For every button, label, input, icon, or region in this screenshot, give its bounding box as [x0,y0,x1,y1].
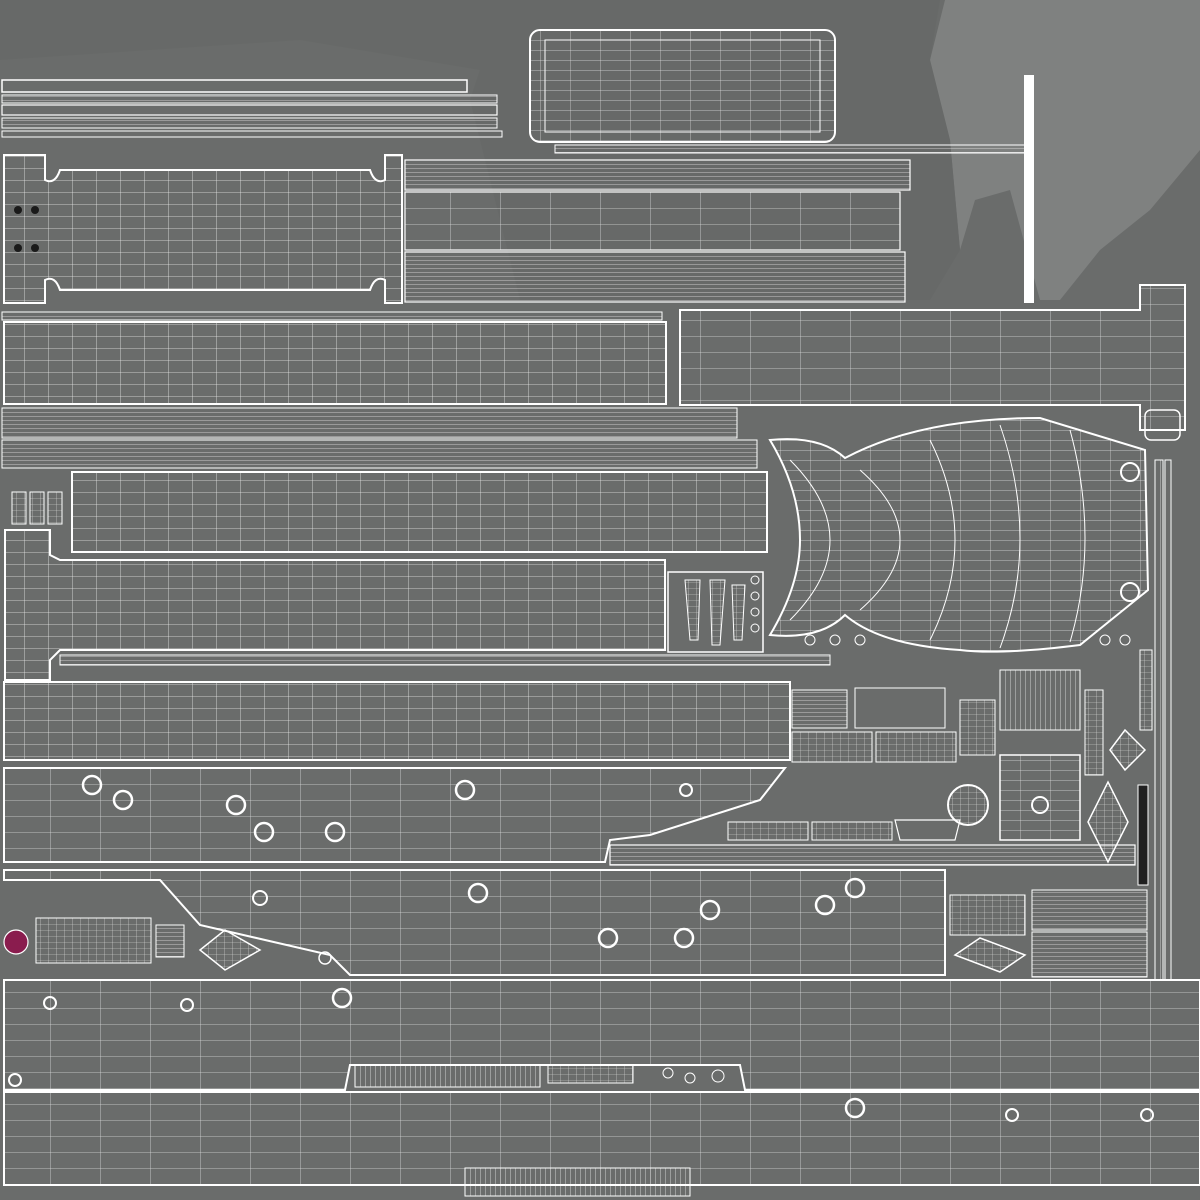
small-parts-mid-right [727,728,1149,886]
bracket-panel-right [679,284,1186,441]
curved-shell-island [768,416,1150,653]
bracket-panel-left [3,154,403,304]
wide-panel-b [71,471,768,553]
small-parts-bottom-right [949,889,1148,978]
vertical-bar-pin [1024,75,1034,303]
bottom-plate-a [3,979,1200,1091]
small-parts-grid-right [791,669,1104,776]
wide-panel-a [1,311,667,405]
wide-panel-c [3,681,791,761]
shell-shape-top-right [930,0,1200,300]
small-parts-cluster-left [11,491,63,525]
top-strip-stack [1,79,503,138]
crosshair-icon [1031,796,1049,814]
striped-block-top [404,159,911,303]
bottom-plate-b [3,1073,1200,1197]
mount-hole-icon [1120,462,1140,482]
mount-hole-icon [81,774,103,796]
magenta-sphere-icon [3,929,29,955]
crank-plate-a [3,767,788,863]
strip-stack-mid [1,407,758,469]
strip-long-mid [609,844,1136,866]
bracket-panel-mid [4,529,831,681]
small-parts-bottom-left [3,917,332,971]
small-parts-cluster-center [667,571,1131,653]
mount-hole-icon [1120,582,1140,602]
